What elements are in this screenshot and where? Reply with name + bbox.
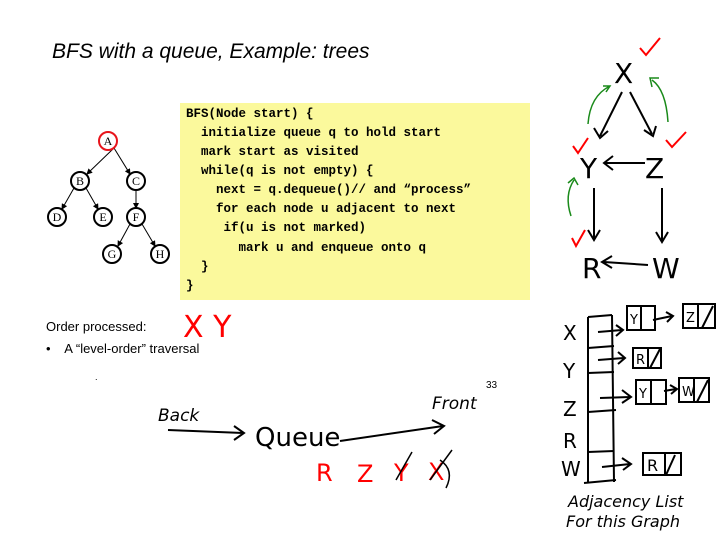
svg-text:Z: Z: [686, 311, 695, 326]
svg-text:Y: Y: [629, 313, 638, 328]
svg-text:Z: Z: [563, 397, 577, 421]
code-line: BFS(Node start) {: [186, 107, 314, 121]
code-line: next = q.dequeue()// and “process”: [186, 183, 472, 197]
handwritten-order: X Y: [183, 310, 232, 345]
code-line: while(q is not empty) {: [186, 164, 374, 178]
tree-diagram: [61, 147, 156, 247]
bullet-marker: •: [46, 341, 51, 356]
adjacency-caption-line2: For this Graph: [566, 512, 680, 531]
code-line: }: [186, 279, 194, 293]
tree-node-d: D: [47, 207, 67, 227]
bullet-item: • A “level-order” traversal: [46, 341, 199, 356]
queue-contents: R Z Y X: [316, 458, 444, 488]
adjacency-caption-line1: Adjacency List: [567, 492, 684, 511]
cross-out-marks: [395, 449, 453, 489]
svg-text:Z: Z: [357, 460, 373, 488]
stray-dot: .: [95, 372, 98, 382]
svg-text:R: R: [582, 252, 601, 285]
code-line: mark u and enqueue onto q: [186, 241, 427, 255]
adjacency-cells: Y Z R Y W R: [629, 311, 695, 475]
green-traversal-arrows: [567, 77, 669, 217]
back-arrow: [167, 425, 246, 441]
svg-text:W: W: [561, 457, 581, 481]
tree-node-a: A: [98, 131, 118, 151]
order-processed-label: Order processed:: [46, 319, 147, 334]
pseudocode-box: BFS(Node start) { initialize queue q to …: [180, 103, 530, 300]
code-line: initialize queue q to hold start: [186, 126, 442, 140]
front-arrow: [339, 419, 446, 442]
page-number: 33: [486, 380, 498, 391]
svg-text:Z: Z: [645, 152, 664, 185]
graph-edges: [587, 91, 669, 269]
red-checkmarks: [571, 37, 687, 249]
svg-text:G: G: [108, 247, 117, 261]
svg-text:R: R: [647, 456, 658, 475]
adjacency-row-labels: X Y Z R W: [561, 321, 581, 481]
svg-text:R: R: [316, 459, 333, 487]
tree-node-h: H: [150, 244, 170, 264]
slide-title: BFS with a queue, Example: trees: [52, 40, 370, 63]
code-line: if(u is not marked): [186, 221, 367, 235]
bullet-text: A “level-order” traversal: [64, 341, 200, 356]
svg-text:X: X: [614, 57, 633, 90]
svg-text:B: B: [76, 174, 84, 188]
svg-text:Y: Y: [393, 459, 409, 487]
svg-text:C: C: [132, 174, 140, 188]
svg-text:F: F: [133, 210, 140, 224]
svg-text:Y: Y: [562, 359, 576, 383]
tree-node-c: C: [126, 171, 146, 191]
code-line: mark start as visited: [186, 145, 359, 159]
tree-node-e: E: [93, 207, 113, 227]
tree-node-f: F: [126, 207, 146, 227]
svg-text:W: W: [682, 385, 695, 400]
code-line: }: [186, 260, 209, 274]
svg-text:D: D: [53, 210, 62, 224]
front-label: Front: [432, 394, 478, 414]
adjacency-array: [583, 303, 716, 484]
svg-text:X: X: [563, 321, 577, 345]
svg-text:Y: Y: [579, 152, 598, 185]
tree-node-g: G: [102, 244, 122, 264]
graph-nodes: X Y Z R W: [579, 57, 680, 285]
svg-text:R: R: [636, 353, 645, 368]
svg-text:A: A: [104, 134, 113, 148]
back-label: Back: [158, 406, 200, 426]
code-line: for each node u adjacent to next: [186, 202, 457, 216]
svg-text:R: R: [563, 429, 577, 453]
svg-text:W: W: [652, 252, 680, 285]
svg-text:E: E: [99, 210, 106, 224]
tree-node-b: B: [70, 171, 90, 191]
queue-label: Queue: [255, 423, 340, 453]
svg-text:Y: Y: [638, 387, 647, 402]
svg-text:H: H: [156, 247, 165, 261]
